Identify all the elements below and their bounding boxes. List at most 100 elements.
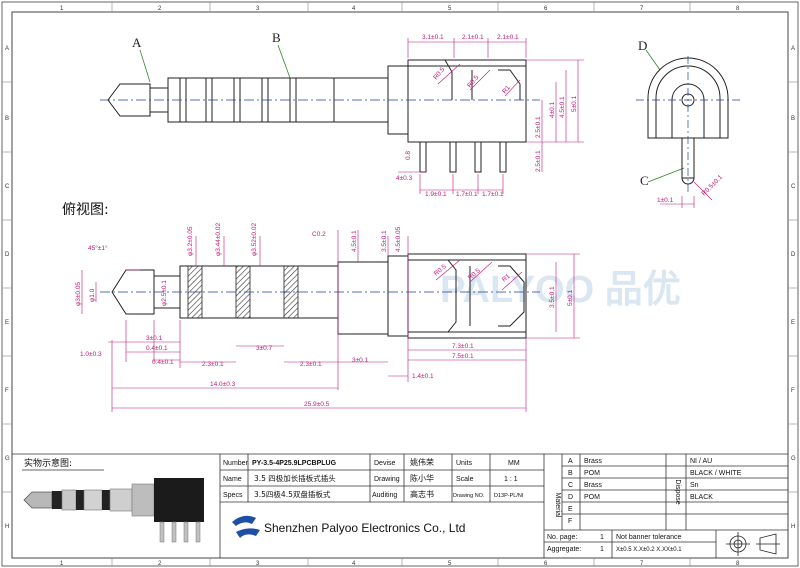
top-dim-dia4: φ3.2±0.05: [187, 226, 194, 256]
side-dim-p4: 1.7±0.1: [456, 191, 478, 198]
tolerance-value: X±0.5 X.X±0.2 X.XX±0.1: [616, 547, 682, 553]
mat-key-d: D: [568, 494, 573, 501]
grid-row-g-right: G: [791, 456, 796, 462]
title-block-lines: [12, 453, 788, 558]
top-dim-l10: 7.3±0.1: [452, 343, 474, 350]
top-dim-h1: 4.5±0.1: [351, 230, 358, 252]
grid-row-h-right: H: [791, 524, 795, 530]
top-view-label: 俯视图:: [62, 202, 109, 218]
tb-drawing-value: 陈小华: [410, 473, 434, 483]
grid-col-7-bottom: 7: [640, 561, 644, 567]
top-dim-l2: 0.4±0.1: [146, 345, 168, 352]
tb-drawing-no-value: D13P-PL/NI: [494, 493, 524, 499]
top-dim-dia1: φ3±0.05: [75, 282, 82, 306]
mat-a: Brass: [584, 458, 602, 465]
top-dim-l1: 3±0.1: [146, 335, 163, 342]
material-label: Material: [554, 493, 561, 518]
grid-col-6-bottom: 6: [544, 561, 548, 567]
grid-col-3-bottom: 3: [256, 561, 260, 567]
grid-row-e: E: [5, 320, 9, 326]
side-dim-d3: 2.1±0.1: [497, 34, 519, 41]
mat-b: POM: [584, 470, 600, 477]
grid-col-2: 2: [158, 6, 162, 12]
tb-auditing-value: 高志书: [410, 489, 434, 499]
callout-b: B: [272, 30, 281, 45]
side-dim-v1: 2.5±0.1: [535, 116, 542, 138]
tb-drawing-label: Drawing: [374, 476, 400, 483]
side-dim-p3: 1.9±0.1: [425, 191, 447, 198]
top-dim-l6: 3±0.7: [256, 345, 273, 352]
callout-d: D: [638, 38, 647, 53]
side-dim-r1: R0.5: [432, 66, 446, 81]
side-dim-v2: 4±0.1: [549, 101, 556, 118]
top-dim-h3: 4.5±0.05: [395, 226, 402, 252]
tb-units-value: MM: [508, 460, 520, 467]
top-dim-v1: 3.5±0.1: [549, 286, 556, 308]
grid-row-d-right: D: [791, 252, 796, 258]
mat-c: Brass: [584, 482, 602, 489]
tb-auditing-label: Auditing: [372, 492, 397, 499]
grid-row-f-right: F: [791, 388, 795, 394]
top-dim-r3: R1: [501, 273, 512, 284]
tb-devise-value: 姚伟荣: [410, 457, 434, 467]
mat-key-e: E: [568, 506, 573, 513]
top-dim-l5: 2.3±0.1: [202, 361, 224, 368]
top-dim-dia6: φ3.52±0.02: [251, 223, 258, 256]
tolerance-label: Not banner tolerance: [616, 534, 681, 541]
top-dim-h2: 3.5±0.1: [381, 230, 388, 252]
tb-drawing-no-label: Drawing NO.: [453, 493, 485, 499]
side-dim-d2: 2.1±0.1: [462, 34, 484, 41]
tb-name-value: 3.5 四极加长插板式插头: [254, 473, 336, 483]
dispose-a: NI / AU: [690, 458, 712, 465]
grid-row-b-right: B: [791, 116, 795, 122]
company-logo: [232, 515, 260, 538]
grid-row-f: F: [5, 388, 9, 394]
grid-row-a: A: [5, 46, 9, 52]
mat-d: POM: [584, 494, 600, 501]
tb-scale-label: Scale: [456, 476, 474, 483]
top-dim-l9: 1.4±0.1: [412, 373, 434, 380]
grid-col-1: 1: [60, 6, 64, 12]
top-dim-v2: 5±0.1: [567, 289, 574, 306]
page-label: No. page:: [547, 534, 577, 541]
inner-border: [11, 11, 789, 559]
callout-c: C: [640, 173, 649, 188]
mat-key-a: A: [568, 458, 573, 465]
grid-row-a-right: A: [791, 46, 795, 52]
grid-col-4: 4: [352, 6, 356, 12]
grid-col-5-bottom: 5: [448, 561, 452, 567]
mat-key-f: F: [568, 518, 572, 525]
grid-row-b: B: [5, 116, 9, 122]
page-value: 1: [600, 534, 604, 541]
grid-col-5: 5: [448, 6, 452, 12]
tb-number-value: PY-3.5-4P25.9LPCBPLUG: [252, 460, 337, 467]
side-dim-v5: 2.5±0.1: [535, 150, 542, 172]
tb-devise-label: Devise: [374, 460, 396, 467]
top-dim-l11: 7.5±0.1: [452, 353, 474, 360]
grid-col-2-bottom: 2: [158, 561, 162, 567]
photo-label: 实物示意图:: [24, 457, 72, 469]
top-dim-c02: C0.2: [312, 231, 326, 238]
dispose-label: Dispose: [674, 479, 681, 504]
tb-name-label: Name: [223, 476, 242, 483]
projection-symbol-icon: [726, 532, 780, 556]
watermark: PALYOO 品优: [440, 269, 681, 311]
mat-key-b: B: [568, 470, 573, 477]
grid-col-7: 7: [640, 6, 644, 12]
top-dim-l13: 25.9±0.5: [304, 401, 330, 408]
top-dim-dia3: φ2.5±0.1: [161, 280, 168, 306]
aggregate-value: 1: [600, 546, 604, 553]
product-illustration: [23, 478, 204, 543]
end-dim-r: R0.5±0.1: [700, 174, 724, 198]
callout-a: A: [132, 35, 142, 50]
grid-col-3: 3: [256, 6, 260, 12]
side-dim-p5: 1.7±0.1: [482, 191, 504, 198]
side-dim-v3: 4.5±0.1: [559, 96, 566, 118]
grid-col-1-bottom: 1: [60, 561, 64, 567]
top-dim-dia2: φ1.0: [89, 288, 96, 302]
grid-row-g: G: [5, 456, 10, 462]
side-dim-r3: R1: [501, 84, 512, 95]
end-dim-w: 1±0.1: [657, 197, 674, 204]
